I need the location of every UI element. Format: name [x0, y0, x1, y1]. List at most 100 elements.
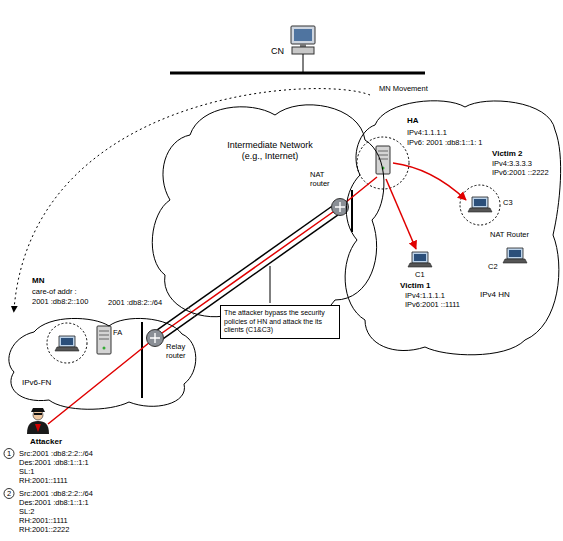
packet-field: Src:2001 :db8:2:2::/64	[19, 489, 93, 498]
cloud-label: IPv4 HN	[480, 290, 510, 300]
packet-field-holder: Src:2001 :db8:2:2::/64	[19, 489, 93, 498]
packet-field: SL:2	[19, 507, 34, 516]
cell-boundary	[47, 323, 87, 363]
agent-name: HA	[407, 116, 419, 126]
packet-field: Src:2001 :db8:2:2::/64	[19, 449, 93, 458]
attack-arrow	[386, 179, 416, 249]
router-label: Relay router	[166, 342, 194, 360]
packet-field: Des:2001 :db8:1::1:1	[19, 498, 89, 507]
cloud-label: Intermediate Network (e.g., Internet)	[220, 140, 320, 162]
address-label-holder: IPv6:2001 ::1111	[405, 300, 460, 309]
computer-icon	[291, 26, 315, 73]
cloud-label-holder: Intermediate Network (e.g., Internet)	[220, 140, 320, 162]
host-name-holder: C1	[415, 270, 425, 279]
cloud-shape	[345, 101, 561, 355]
host-name: C1	[415, 270, 425, 279]
note-box: The attacker bypass the security policie…	[220, 305, 340, 339]
packet-field: RH:2001::1111	[19, 516, 68, 525]
address-label: care-of addr :	[32, 287, 77, 296]
callout-number-holder: 2	[4, 489, 14, 498]
host-name-holder: C2	[488, 262, 498, 271]
address-label-holder: 2001 :db8:2::100	[32, 297, 88, 306]
address-label-holder: IPv6:2001 ::2222	[492, 168, 549, 177]
lan-bar	[170, 72, 425, 75]
callout-circle	[4, 489, 14, 499]
callout-circle	[4, 449, 14, 459]
laptop-icon	[503, 248, 527, 263]
laptop-icon	[468, 197, 492, 212]
host-name: C3	[503, 198, 513, 207]
network-cloud: Intermediate Network (e.g., Internet) The…	[150, 95, 385, 335]
host-name-holder: CN	[271, 46, 284, 57]
address-label-holder: care-of addr :	[32, 287, 77, 296]
cloud-label-holder: IPv6-FN	[22, 378, 51, 388]
cell-boundary	[357, 137, 409, 189]
router-icon	[147, 330, 164, 347]
router-label-holder: NAT router	[310, 170, 342, 188]
packet-field: Des:2001 :db8:1::1:1	[19, 458, 89, 467]
lan-line	[141, 322, 143, 398]
callout-number: 1	[4, 449, 14, 458]
host-name-holder: C3	[503, 198, 513, 207]
packet-field-holder: RH:2001::1111	[19, 516, 68, 525]
router-label: NAT Router	[490, 230, 529, 239]
address-label: IPv4:1.1.1.1	[407, 128, 447, 137]
victim-name-holder: Victim 1	[400, 281, 431, 291]
packet-field-holder: SL:2	[19, 507, 34, 516]
address-label-holder: IPv4:1.1.1.1	[407, 128, 447, 137]
attacker-name-holder: Attacker	[30, 437, 62, 447]
host-name: CN	[271, 46, 284, 57]
cloud-label-holder: IPv4 HN	[480, 290, 510, 300]
cloud-shape	[152, 105, 384, 325]
attack-path	[48, 177, 377, 424]
address-label: IPv6: 2001 :db8:1::1: 1	[407, 138, 482, 147]
agent-name-holder: HA	[407, 116, 419, 126]
laptop-icon	[408, 252, 432, 267]
prefix-label-holder: 2001 :db8:2::/64	[108, 298, 162, 307]
packet-field: RH:2001::1111	[19, 476, 68, 485]
cloud-label: IPv6-FN	[22, 378, 51, 388]
packet-field-holder: RH:2001::1111	[19, 476, 68, 485]
node-name: MN	[32, 276, 44, 286]
address-label: IPv6:2001 ::2222	[492, 168, 549, 177]
attacker-name: Attacker	[30, 437, 62, 447]
victim-name: Victim 1	[400, 281, 431, 291]
attack-arrow	[393, 163, 466, 200]
callout-number-holder: 1	[4, 449, 14, 458]
packet-field-holder: Des:2001 :db8:1::1:1	[19, 498, 89, 507]
connector-line	[14, 89, 370, 312]
callout-number: 2	[4, 489, 14, 498]
attacker-figure	[27, 408, 49, 434]
packet-field-holder: Src:2001 :db8:2:2::/64	[19, 449, 93, 458]
server-icon	[97, 326, 111, 354]
address-label: IPv4:3.3.3.3	[492, 159, 532, 168]
note-text: The attacker bypass the security policie…	[224, 309, 336, 335]
agent-name-holder: FA	[113, 328, 122, 337]
packet-field: SL:1	[19, 467, 34, 476]
movement-arc	[14, 89, 370, 312]
address-label: IPv6:2001 ::1111	[405, 300, 460, 309]
cloud-outline	[335, 95, 561, 360]
network-cloud: IPv6-FN	[4, 312, 200, 412]
host-name: C2	[488, 262, 498, 271]
leader-line	[270, 266, 271, 303]
router-label-holder: NAT Router	[490, 230, 529, 239]
packet-field-holder: RH:2001::2222	[19, 525, 69, 534]
router-label: NAT router	[310, 170, 342, 188]
laptop-icon	[55, 336, 79, 351]
address-label-holder: IPv4:1.1.1.1	[405, 291, 445, 300]
packet-field-holder: SL:1	[19, 467, 34, 476]
packet-field: RH:2001::2222	[19, 525, 69, 534]
router-label-holder: Relay router	[166, 342, 194, 360]
cell-boundary	[460, 185, 500, 225]
address-label-holder: IPv6: 2001 :db8:1::1: 1	[407, 138, 482, 147]
address-label: 2001 :db8:2::100	[32, 297, 88, 306]
address-label: IPv4:1.1.1.1	[405, 291, 445, 300]
node-name-holder: MN	[32, 276, 44, 286]
victim-name: Victim 2	[492, 149, 523, 159]
edge-label: MN Movement	[378, 84, 429, 93]
cloud-outline	[4, 312, 200, 412]
agent-name: FA	[113, 328, 122, 337]
cloud-outline	[150, 95, 385, 335]
